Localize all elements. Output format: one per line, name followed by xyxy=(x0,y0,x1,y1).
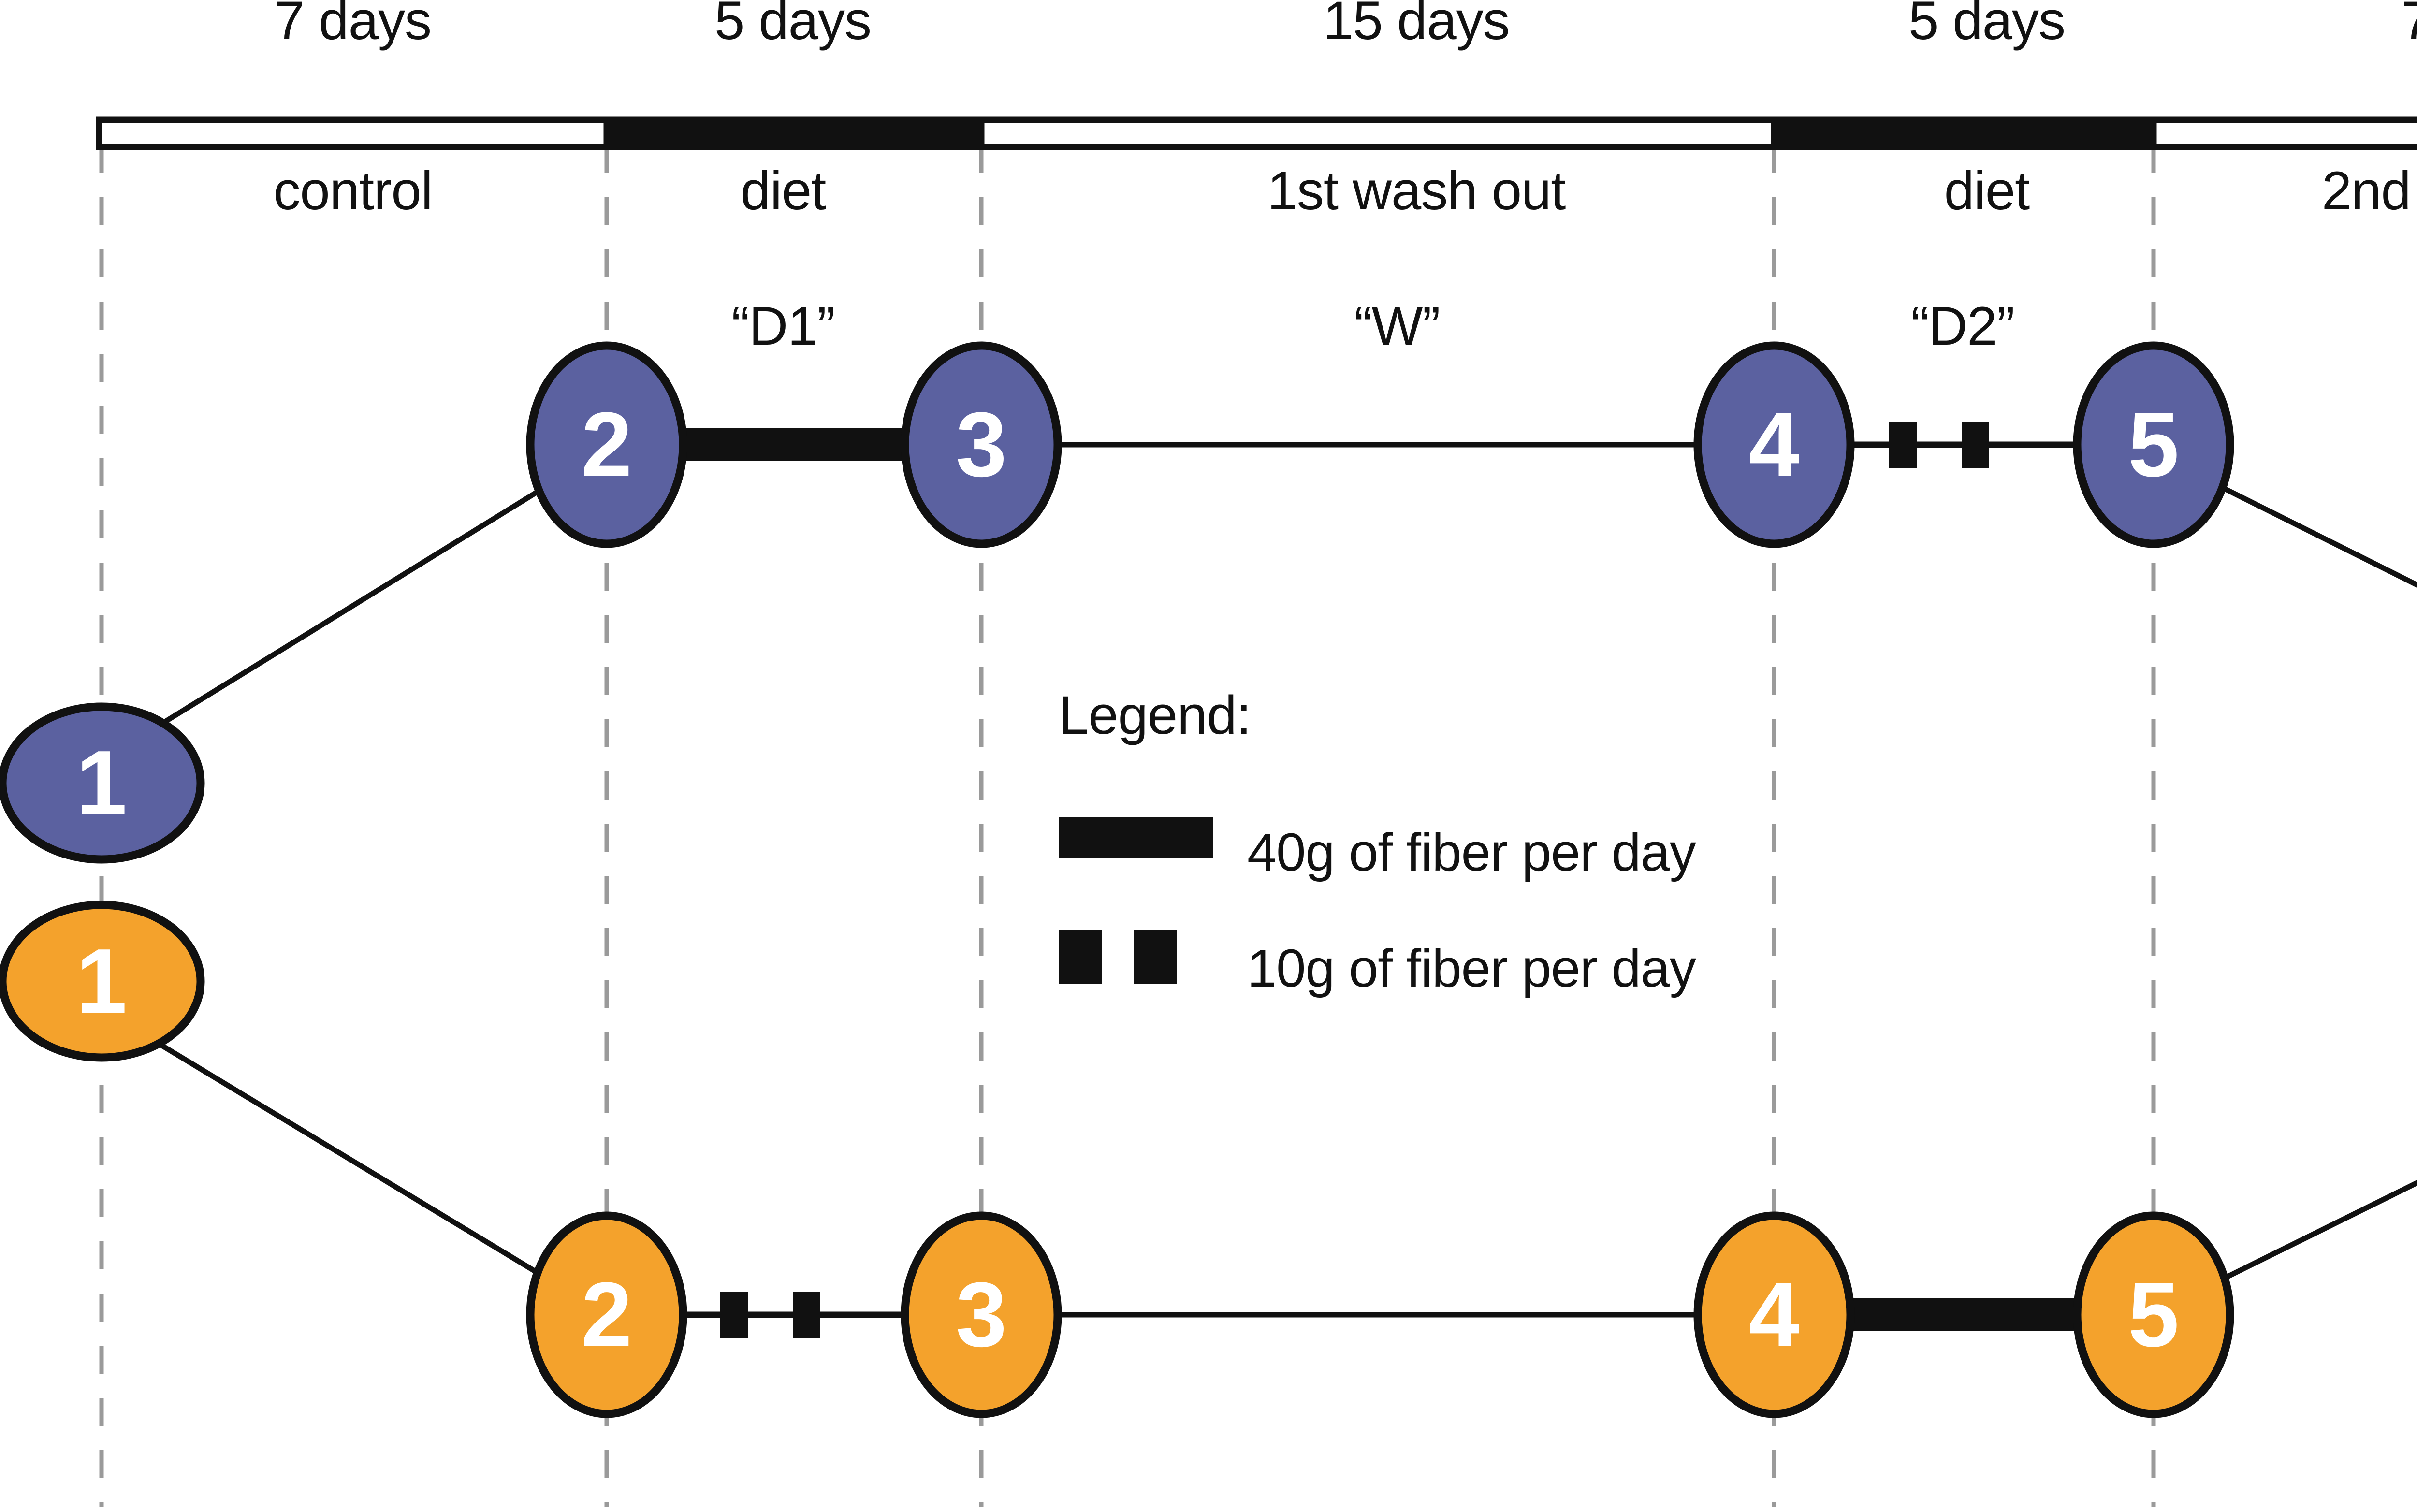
orange-edge-1-2 xyxy=(158,1042,553,1283)
blue-arm-nodes xyxy=(0,341,2234,864)
blue-edge-5-6 xyxy=(2217,483,2417,588)
blue-node-1[interactable] xyxy=(0,702,205,864)
phase-label-control: control xyxy=(273,160,433,221)
phase-label-washout1: 1st wash out xyxy=(1267,160,1566,221)
phase-label-diet1: diet xyxy=(740,160,827,221)
code-label-w: “W” xyxy=(1354,296,1440,356)
phase-label-diet2: diet xyxy=(1944,160,2030,221)
orange-node-2[interactable] xyxy=(526,1211,687,1418)
timeline-segment-diet2 xyxy=(1771,116,2158,150)
orange-edge-2-3-block-2 xyxy=(793,1292,820,1338)
blue-node-5[interactable] xyxy=(2073,341,2234,548)
blue-node-2[interactable] xyxy=(526,341,687,548)
legend-swatch-solid-bar xyxy=(1059,817,1213,858)
timeline-segment-diet1 xyxy=(603,116,986,150)
timeline-segment-washout1 xyxy=(978,116,1779,150)
legend-swatch-dashed-block-1 xyxy=(1059,930,1102,984)
orange-arm-nodes xyxy=(0,901,2234,1418)
duration-label-washout2: 7 days xyxy=(2402,0,2417,51)
blue-edge-1-2 xyxy=(158,481,553,727)
timeline-segment-control xyxy=(96,116,611,150)
orange-edge-2-3-block-1 xyxy=(720,1292,748,1338)
duration-label-washout1: 15 days xyxy=(1323,0,1510,51)
orange-node-1[interactable] xyxy=(0,901,205,1062)
orange-node-4[interactable] xyxy=(1693,1211,1855,1418)
legend-label-40g: 40g of fiber per day xyxy=(1247,823,1696,882)
duration-label-control: 7 days xyxy=(275,0,432,51)
blue-edge-4-5-block-2 xyxy=(1962,422,1989,468)
code-label-d1: “D1” xyxy=(731,296,835,356)
legend-swatch-dashed-block-2 xyxy=(1134,930,1177,984)
blue-node-4[interactable] xyxy=(1693,341,1855,548)
blue-edge-4-5-block-1 xyxy=(1889,422,1917,468)
duration-label-diet1: 5 days xyxy=(714,0,872,51)
legend-title: Legend: xyxy=(1059,685,1252,745)
orange-node-3[interactable] xyxy=(901,1211,1062,1418)
phase-label-washout2: 2nd wash out xyxy=(2321,160,2417,221)
code-label-d2: “D2” xyxy=(1911,296,2015,356)
orange-edge-5-6 xyxy=(2217,1179,2417,1283)
legend-label-10g: 10g of fiber per day xyxy=(1247,939,1696,998)
timeline-bar xyxy=(96,116,2417,150)
legend-swatches xyxy=(1059,817,1213,984)
blue-node-3[interactable] xyxy=(901,341,1062,548)
orange-node-5[interactable] xyxy=(2073,1211,2234,1418)
duration-label-diet2: 5 days xyxy=(1908,0,2066,51)
timeline-segment-washout2 xyxy=(2150,116,2417,150)
